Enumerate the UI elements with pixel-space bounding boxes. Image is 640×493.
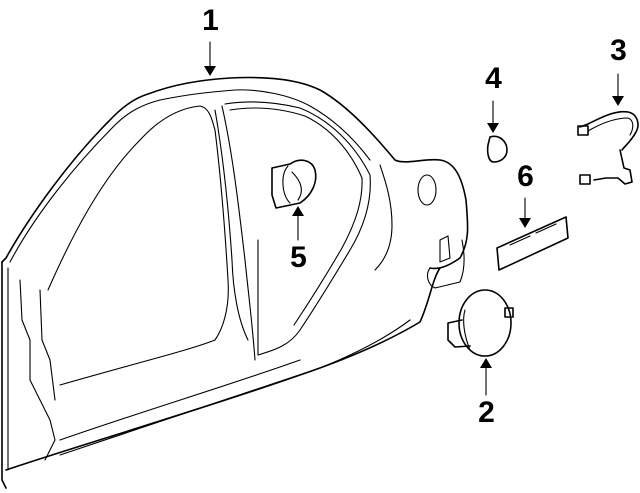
callout-6: 6 [517,160,534,193]
reflector-nameplate [496,216,569,271]
callout-1: 1 [202,4,219,37]
arrowhead-3 [612,96,624,106]
side-panel-assembly [1,76,469,489]
callout-5: 5 [290,241,307,274]
arrowhead-5 [292,206,304,216]
callout-3: 3 [610,34,627,67]
plug [486,135,508,163]
callout-4: 4 [485,62,502,95]
fuel-pocket-housing [271,159,317,209]
arrowhead-4 [487,123,499,133]
fuel-door [447,289,514,357]
callout-2: 2 [478,396,495,429]
arrowhead-6 [519,218,531,228]
arrowhead-2 [480,358,492,368]
leader-arrows [204,41,624,396]
arrowhead-1 [204,66,216,76]
wire-harness [577,110,639,185]
